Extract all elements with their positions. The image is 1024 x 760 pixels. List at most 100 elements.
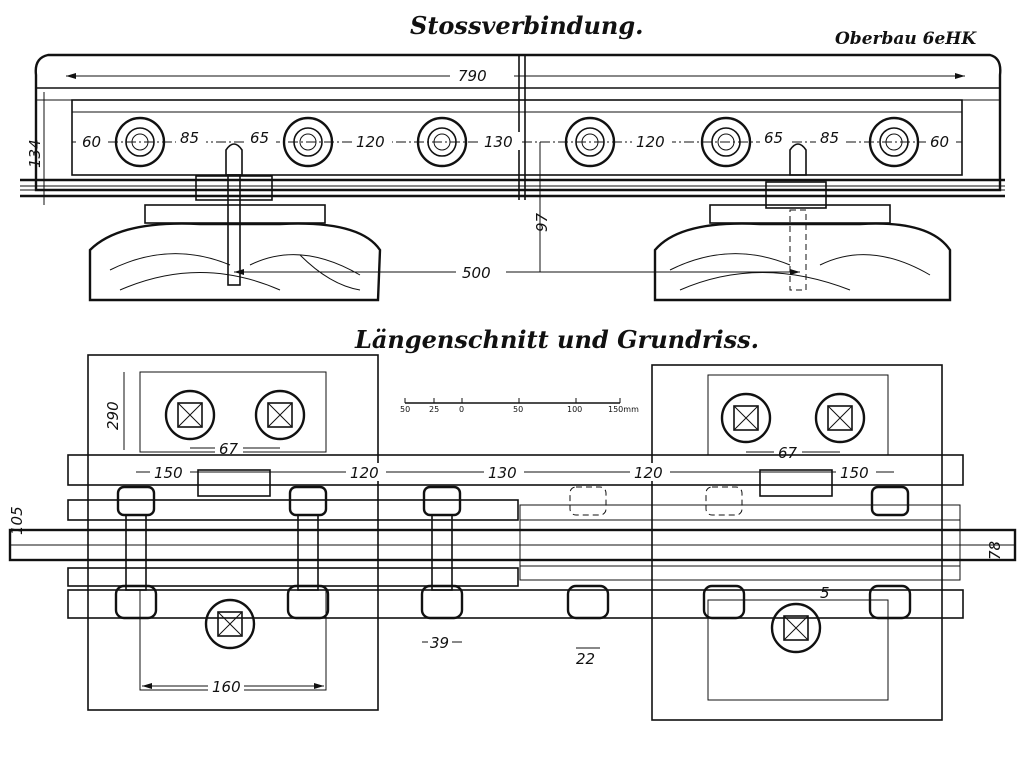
plan-spacing-labels: 150 120 130 120 150 bbox=[136, 463, 894, 482]
dim-height-134: 134 bbox=[26, 92, 45, 205]
sleeper-assembly-left bbox=[88, 143, 382, 302]
plan-bolt-4 bbox=[566, 486, 610, 620]
plan-spacing-150-right: 150 bbox=[840, 464, 869, 482]
dim-97: 97 bbox=[533, 142, 551, 272]
tie-bolt-5 bbox=[204, 598, 256, 650]
scale-ticks bbox=[404, 398, 621, 403]
dim-22-label: 22 bbox=[576, 650, 595, 668]
screw-spike-head-left bbox=[225, 143, 243, 176]
dim-22: 22 bbox=[576, 647, 600, 668]
title-top: Stossverbindung. bbox=[410, 11, 643, 40]
plan-bolt-2 bbox=[286, 485, 330, 620]
label-bg bbox=[450, 66, 514, 84]
fish-bolt-4 bbox=[564, 116, 616, 168]
title-system: Oberbau 6eHK bbox=[835, 29, 977, 49]
fishplate-upper-plan bbox=[67, 454, 964, 486]
spacing-85-left: 85 bbox=[180, 129, 199, 147]
fish-bolt-5 bbox=[700, 116, 752, 168]
bolt-spacing-labels-top: 60 85 65 120 130 120 65 85 60 bbox=[76, 128, 956, 151]
fish-bolt-6 bbox=[868, 116, 920, 168]
dim-500: 500 bbox=[234, 263, 800, 282]
fishplate-section-upper bbox=[67, 499, 519, 521]
screw-spike-head-right bbox=[789, 143, 807, 176]
dim-134: 134 bbox=[26, 139, 44, 168]
plan-fish-bolts bbox=[114, 485, 912, 620]
dim-78-label: 78 bbox=[986, 541, 1004, 560]
tie-bolt-2 bbox=[254, 389, 306, 441]
dim-290: 290 bbox=[104, 372, 125, 450]
spacing-130: 130 bbox=[484, 133, 513, 151]
tie-bolt-6 bbox=[770, 602, 822, 654]
fish-bolt-1 bbox=[114, 116, 166, 168]
tie-bolt-4 bbox=[814, 392, 866, 444]
rail-plan-right bbox=[519, 504, 961, 581]
plan-spacing-120-right: 120 bbox=[634, 464, 663, 482]
dim-290-label: 290 bbox=[104, 401, 122, 430]
plan-rail bbox=[8, 454, 1017, 619]
spacing-65-left: 65 bbox=[250, 129, 269, 147]
fishplate-section-lower bbox=[67, 567, 519, 587]
dim-67-left: 67 bbox=[190, 439, 280, 458]
fishplate bbox=[71, 99, 963, 176]
plan-bolt-1 bbox=[114, 485, 158, 620]
tie-bolt-3 bbox=[720, 392, 772, 444]
dim-500-label: 500 bbox=[462, 264, 491, 282]
fishplate-lower-plan bbox=[67, 589, 964, 619]
spacing-60-left: 60 bbox=[82, 133, 101, 151]
dim-97-label: 97 bbox=[533, 212, 551, 232]
scale-label-0: 50 bbox=[400, 405, 410, 414]
scale-label-4: 100 bbox=[567, 405, 582, 414]
plate-notch-right bbox=[759, 469, 833, 497]
plan-bolt-5 bbox=[702, 486, 746, 620]
plate-notch-left bbox=[197, 469, 271, 497]
scale-label-2: 0 bbox=[459, 405, 464, 414]
dim-67-left-label: 67 bbox=[219, 440, 239, 458]
dim-67-right-label: 67 bbox=[778, 444, 798, 462]
plan-sleeper-left bbox=[87, 354, 379, 711]
plan-bolt-6 bbox=[868, 485, 912, 620]
dim-39: 39 bbox=[422, 633, 462, 652]
dim-length-790: 790 bbox=[66, 66, 965, 85]
dim-105-label: 105 bbox=[8, 506, 26, 535]
dim-5-label: 5 bbox=[820, 584, 830, 602]
spacing-120-right: 120 bbox=[636, 133, 665, 151]
plan-sleeper-right bbox=[651, 364, 943, 721]
dim-160: 160 bbox=[142, 677, 324, 696]
tie-plate-left bbox=[144, 204, 326, 224]
rail-elevation bbox=[20, 53, 1005, 200]
plan-bolt-3 bbox=[420, 485, 464, 620]
title-bottom: Längenschnitt und Grundriss. bbox=[354, 325, 759, 354]
rail-head-outline bbox=[34, 53, 1002, 192]
spike-block-right bbox=[765, 181, 827, 209]
plan-tieplate-right-bottom bbox=[707, 599, 889, 701]
spike-block-left bbox=[195, 175, 273, 201]
plan-spacing-120-left: 120 bbox=[350, 464, 379, 482]
fish-bolts-elevation bbox=[114, 116, 920, 168]
scale-bar: 50 25 0 50 100 150mm bbox=[400, 398, 639, 414]
dim-790: 790 bbox=[458, 67, 487, 85]
fish-bolt-3 bbox=[416, 116, 468, 168]
plan-spacing-130: 130 bbox=[488, 464, 517, 482]
dim-160-label: 160 bbox=[212, 678, 241, 696]
screw-spike-hidden-right bbox=[789, 209, 807, 291]
plan-spacing-150-left: 150 bbox=[154, 464, 183, 482]
scale-label-1: 25 bbox=[429, 405, 439, 414]
sleeper-right bbox=[653, 222, 952, 302]
plan-tie-bolts bbox=[164, 389, 866, 654]
scale-label-5: 150mm bbox=[608, 405, 639, 414]
wood-grain-left bbox=[109, 253, 361, 291]
spacing-65-right: 65 bbox=[764, 129, 783, 147]
sleeper-left bbox=[88, 222, 382, 302]
plan-tieplate-left-bottom bbox=[139, 589, 327, 691]
spacing-85-right: 85 bbox=[820, 129, 839, 147]
sleeper-assembly-right bbox=[653, 143, 952, 302]
spacing-60-right: 60 bbox=[930, 133, 949, 151]
screw-spike-shank-left bbox=[227, 174, 241, 286]
dim-39-label: 39 bbox=[430, 634, 449, 652]
scale-label-3: 50 bbox=[513, 405, 523, 414]
spacing-120-left: 120 bbox=[356, 133, 385, 151]
dim-67-right: 67 bbox=[746, 443, 840, 462]
tie-bolt-1 bbox=[164, 389, 216, 441]
